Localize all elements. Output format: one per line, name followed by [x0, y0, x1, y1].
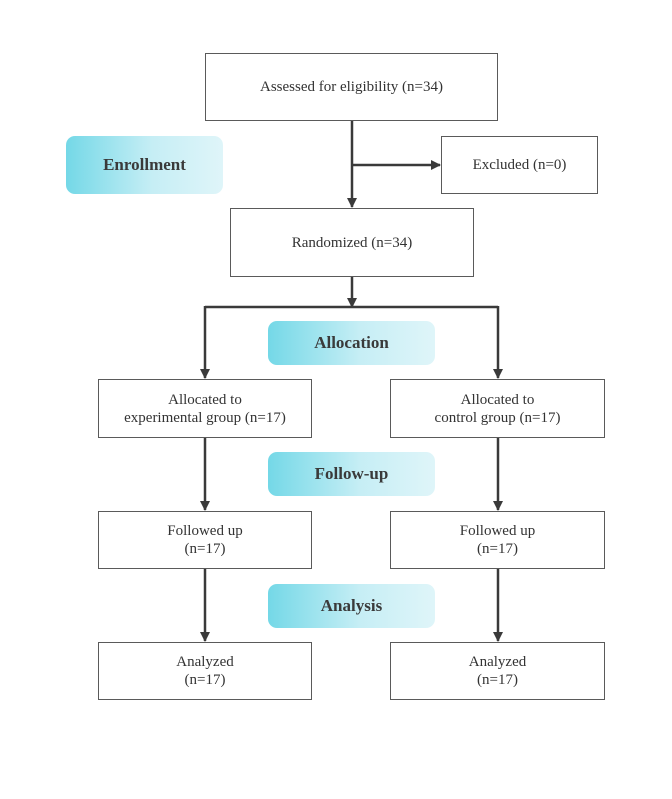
followed-experimental-line2: (n=17)	[184, 541, 226, 557]
analyzed-experimental-line2: (n=17)	[184, 672, 226, 688]
stage-enrollment-label: Enrollment	[103, 155, 186, 174]
analyzed-experimental-line1: Analyzed	[176, 654, 234, 670]
followed-control-line2: (n=17)	[477, 541, 518, 557]
followed-experimental-line1: Followed up	[167, 523, 243, 539]
followed-control-box: Followed up (n=17)	[390, 511, 605, 569]
analyzed-experimental-box: Analyzed (n=17)	[98, 642, 312, 700]
stage-enrollment: Enrollment	[66, 136, 223, 194]
analyzed-control-box: Analyzed (n=17)	[390, 642, 605, 700]
stage-analysis-label: Analysis	[320, 596, 383, 615]
allocated-control-box: Allocated to control group (n=17)	[390, 379, 605, 438]
allocated-experimental-line1: Allocated to	[168, 391, 242, 408]
stage-allocation-label: Allocation	[314, 333, 389, 352]
followed-control-line1: Followed up	[459, 523, 536, 539]
allocated-experimental-box: Allocated to experimental group (n=17)	[98, 379, 312, 438]
allocated-experimental-line2: experimental group (n=17)	[124, 409, 286, 426]
randomized-box: Randomized (n=34)	[230, 208, 474, 277]
assessed-label: Assessed for eligibility (n=34)	[259, 79, 444, 95]
randomized-label: Randomized (n=34)	[291, 234, 413, 251]
assessed-box: Assessed for eligibility (n=34)	[205, 53, 498, 121]
excluded-label: Excluded (n=0)	[472, 157, 567, 173]
stage-follow-up: Follow-up	[268, 452, 435, 496]
allocated-control-line2: control group (n=17)	[434, 409, 561, 426]
analyzed-control-line2: (n=17)	[477, 672, 518, 688]
followed-experimental-box: Followed up (n=17)	[98, 511, 312, 569]
analyzed-control-line1: Analyzed	[468, 654, 527, 670]
stage-analysis: Analysis	[268, 584, 435, 628]
stage-allocation: Allocation	[268, 321, 435, 365]
allocated-control-line1: Allocated to	[460, 391, 535, 408]
excluded-box: Excluded (n=0)	[441, 136, 598, 194]
stage-follow-up-label: Follow-up	[314, 464, 389, 483]
